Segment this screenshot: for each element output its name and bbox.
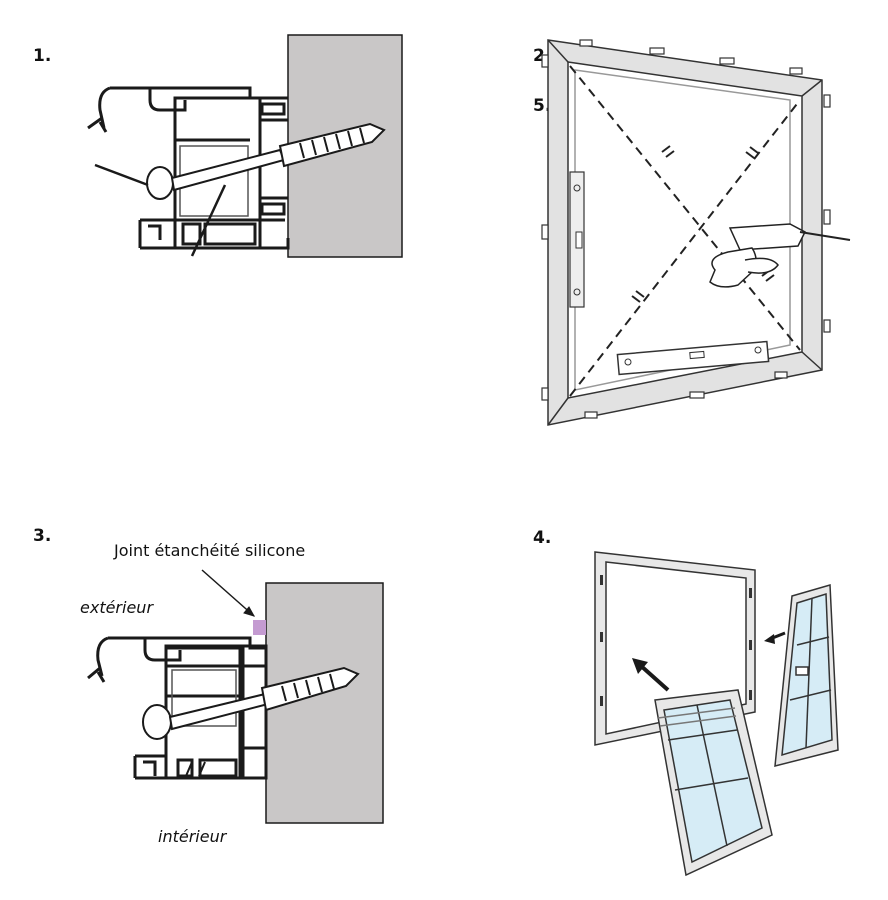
step-number-4: 4. bbox=[533, 528, 552, 548]
frame-profile bbox=[98, 86, 290, 250]
step-number-1: 1. bbox=[33, 46, 52, 66]
step-number-3: 3. bbox=[33, 526, 52, 546]
frame-profile bbox=[96, 636, 268, 780]
hand-drill bbox=[709, 223, 851, 288]
arrow-insert bbox=[638, 663, 670, 692]
silicone-seal bbox=[253, 620, 266, 635]
exterior-label: extérieur bbox=[80, 598, 154, 617]
interior-label: intérieur bbox=[158, 827, 227, 846]
window-frame bbox=[547, 39, 823, 426]
sealant-label: Joint étanchéité silicone bbox=[114, 541, 306, 560]
screw bbox=[146, 122, 386, 200]
sash-front bbox=[654, 689, 773, 877]
sash-right bbox=[774, 584, 839, 767]
step-number-5: 5. bbox=[533, 96, 552, 116]
